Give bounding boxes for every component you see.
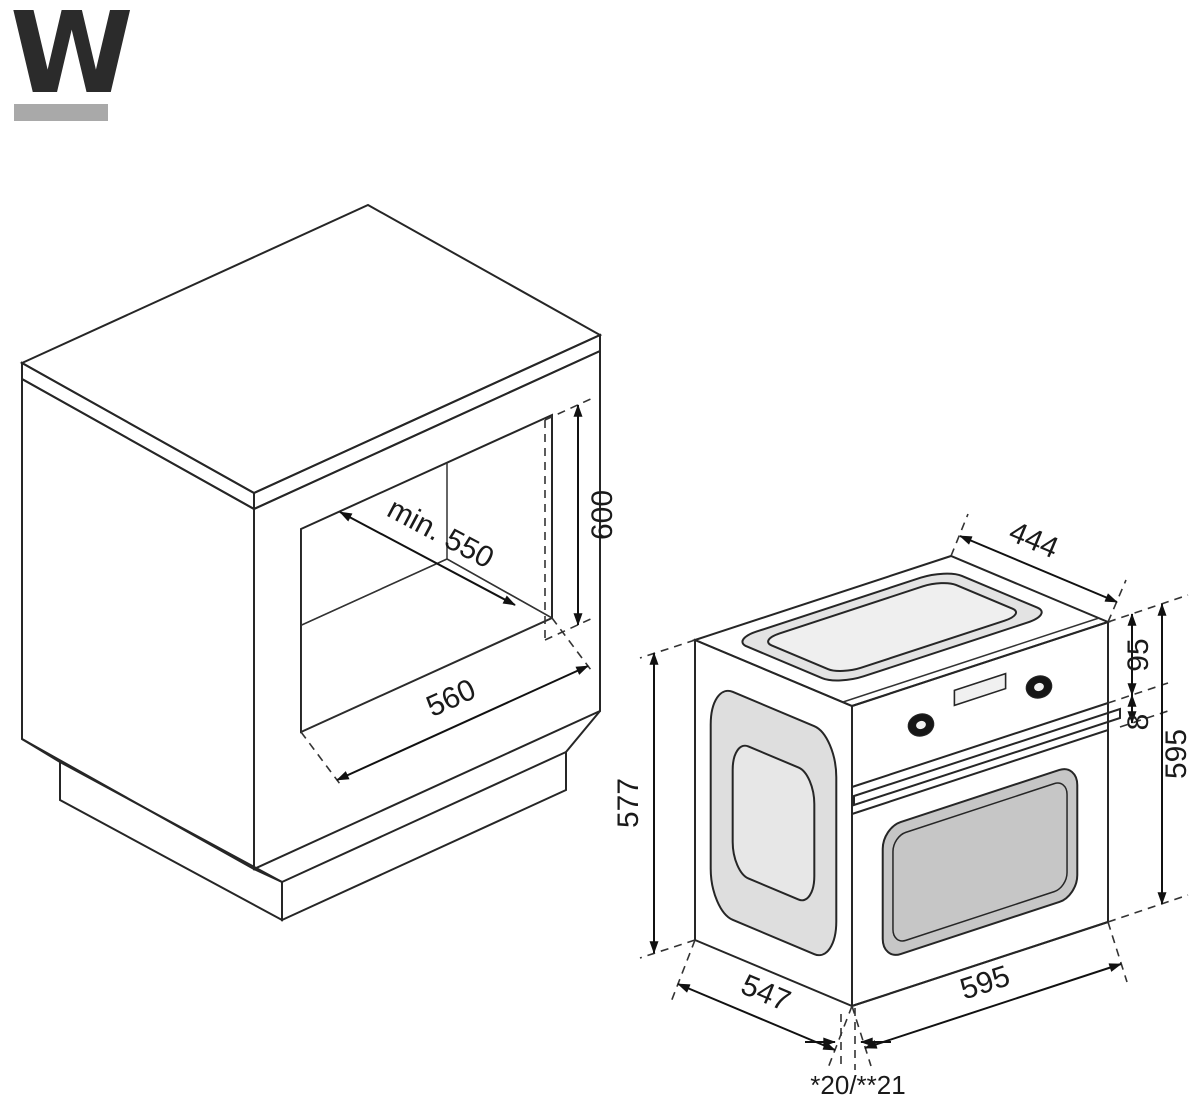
oven-knob-right xyxy=(1025,675,1053,699)
overlap-label: 8 xyxy=(1122,714,1155,731)
plinth-left-face xyxy=(59,760,283,922)
dimension-niche-depth: min. 550 xyxy=(339,492,516,606)
oven-depth-label: 547 xyxy=(736,968,795,1018)
brand-logo-bar xyxy=(14,104,108,121)
dimension-niche-width: 560 xyxy=(300,617,595,789)
brand-logo-letter: W xyxy=(10,0,134,119)
niche-left-wall xyxy=(301,468,302,732)
cabinet-front-panel xyxy=(253,349,601,871)
plinth-front-face xyxy=(281,750,567,922)
oven-door-window xyxy=(883,764,1078,960)
control-panel-bottom-edge xyxy=(851,702,1109,788)
niche-height-label: 600 xyxy=(586,490,619,540)
oven-drawing: 444 95 8 595 577 xyxy=(612,513,1193,1100)
cabinet-top-front-edge xyxy=(253,333,601,511)
oven-knob-left xyxy=(907,713,935,737)
cabinet-niche-interior xyxy=(301,415,552,732)
cabinet-drawing: min. 550 600 560 xyxy=(19,203,619,922)
door-protrusion-label: *20/**21 xyxy=(810,1070,905,1100)
dimension-niche-height: 600 xyxy=(544,396,619,641)
oven-display xyxy=(954,674,1005,706)
dimension-oven-body-height: 577 xyxy=(612,639,696,959)
oven-side-recess xyxy=(711,683,837,964)
cabinet-plinth xyxy=(21,710,601,922)
oven-body-height-label: 577 xyxy=(612,778,645,828)
niche-width-label: 560 xyxy=(421,673,480,724)
oven-top-recess xyxy=(731,569,1053,684)
oven-top-step-edge xyxy=(842,617,1100,703)
cabinet-left-panel xyxy=(21,377,255,871)
cabinet-top-face xyxy=(19,203,603,495)
brand-logo: W xyxy=(10,0,134,121)
dimension-oven-height: 595 xyxy=(1107,603,1193,923)
dimension-oven-depth: 547 xyxy=(670,939,853,1069)
panel-height-label: 95 xyxy=(1122,638,1155,671)
cabinet-niche-opening xyxy=(300,413,553,734)
oven-height-label: 595 xyxy=(1160,729,1193,779)
oven-door-handle xyxy=(853,707,1121,807)
oven-width-label: 595 xyxy=(956,960,1014,1007)
dimension-door-protrusion: *20/**21 xyxy=(805,1008,906,1100)
cabinet-top-left-edge xyxy=(21,361,255,511)
